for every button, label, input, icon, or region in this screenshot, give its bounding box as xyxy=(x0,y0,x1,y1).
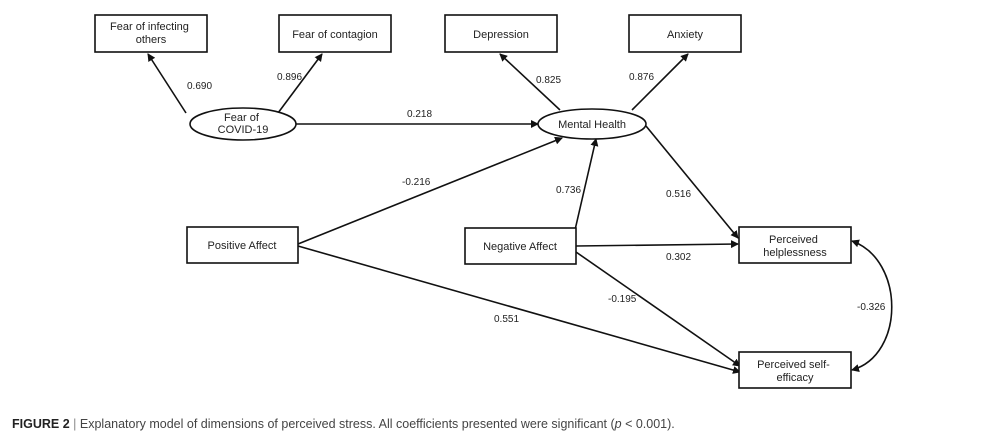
edge-negative-mh xyxy=(574,138,599,231)
node-mental-health-label: Mental Health xyxy=(558,119,626,131)
node-fear-covid-ellipse xyxy=(189,107,297,141)
coef-covid-mh: 0.218 xyxy=(407,109,432,120)
node-positive-affect-label: Positive Affect xyxy=(208,240,277,252)
node-fear-contagion-label: Fear of contagion xyxy=(292,29,378,41)
coef-mh-helplessness: 0.516 xyxy=(666,189,691,200)
coef-negative-selfefficacy: -0.195 xyxy=(608,294,637,305)
coef-positive-selfefficacy: 0.551 xyxy=(494,314,519,325)
node-fear-infecting-label: Fear of infecting others xyxy=(110,21,192,46)
node-negative-affect-label: Negative Affect xyxy=(483,241,557,253)
coef-negative-helplessness: 0.302 xyxy=(666,252,691,263)
caption-separator: | xyxy=(73,417,77,431)
edge-mh-helplessness xyxy=(645,125,739,239)
coef-covid-contagion: 0.896 xyxy=(277,72,302,83)
edge-positive-selfefficacy xyxy=(297,245,741,374)
figure-caption: FIGURE 2 | Explanatory model of dimensio… xyxy=(12,417,992,431)
node-fear-infecting-box xyxy=(94,14,208,53)
edge-helplessness-selfefficacy xyxy=(851,239,893,372)
coef-positive-mh: -0.216 xyxy=(402,177,431,188)
node-positive-affect-box xyxy=(186,226,299,264)
edge-mh-depression xyxy=(499,53,561,111)
node-anxiety-box xyxy=(628,14,742,53)
edge-positive-mh xyxy=(297,136,563,245)
node-fear-contagion-box xyxy=(278,14,392,53)
edge-negative-helplessness xyxy=(575,240,739,249)
caption-text-before: Explanatory model of dimensions of perce… xyxy=(79,417,615,431)
coef-helplessness-selfefficacy: -0.326 xyxy=(857,302,886,313)
caption-variable: p xyxy=(614,417,622,431)
node-mental-health-ellipse xyxy=(537,108,647,140)
figure-number: FIGURE 2 xyxy=(12,417,70,431)
node-perceived-self-efficacy-box xyxy=(738,351,852,389)
node-depression-box xyxy=(444,14,558,53)
coef-covid-infecting: 0.690 xyxy=(187,81,212,92)
edge-covid-infecting xyxy=(147,53,187,114)
path-diagram: Fear of infecting others Fear of contagi… xyxy=(94,14,893,389)
node-perceived-helplessness-box xyxy=(738,226,852,264)
node-perceived-self-efficacy-label: Perceived self- efficacy xyxy=(757,359,833,384)
node-fear-covid-label: Fear of COVID-19 xyxy=(218,112,269,136)
edge-mh-anxiety xyxy=(631,53,689,111)
node-perceived-helplessness-label: Perceived helplessness xyxy=(763,234,827,259)
coef-negative-mh: 0.736 xyxy=(556,185,581,196)
node-depression-label: Depression xyxy=(473,29,529,41)
edge-covid-contagion xyxy=(277,53,323,114)
node-anxiety-label: Anxiety xyxy=(667,29,704,41)
caption-text-after: < 0.001). xyxy=(621,417,675,431)
node-negative-affect-box xyxy=(464,227,577,265)
coef-mh-depression: 0.825 xyxy=(536,75,561,86)
coef-mh-anxiety: 0.876 xyxy=(629,72,654,83)
edge-negative-selfefficacy xyxy=(575,251,741,367)
